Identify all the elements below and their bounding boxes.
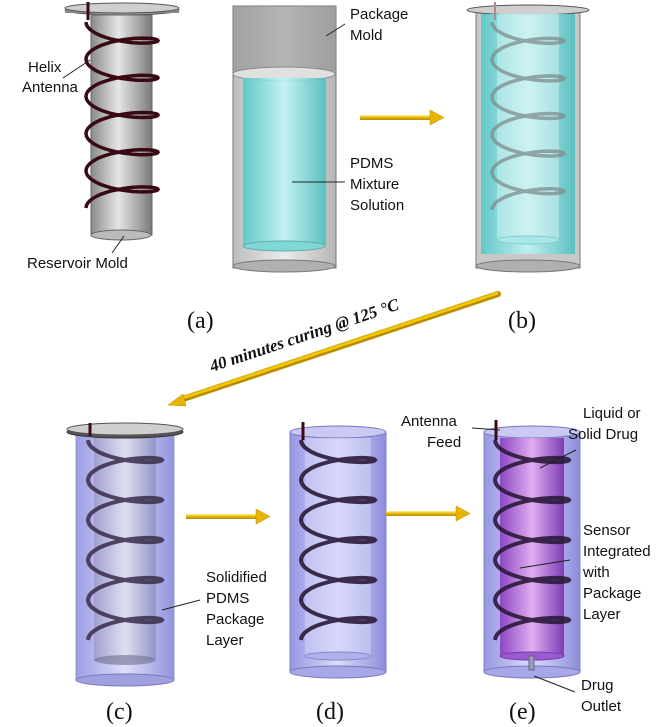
panel-a-mold — [64, 2, 180, 241]
panel-label-a: (a) — [187, 308, 214, 334]
arrow-c-to-d — [186, 508, 271, 525]
helix-antenna-coil-e — [492, 439, 572, 641]
panel-b-package-mold — [232, 5, 337, 273]
panel-c-solidified — [66, 422, 184, 687]
drug-label-2: Solid Drug — [568, 426, 638, 443]
arrow-d-to-e — [386, 505, 471, 522]
panel-b-filled-mold — [466, 2, 590, 273]
reservoir-mold-label: Reservoir Mold — [27, 255, 128, 272]
panel-e-device — [483, 420, 581, 679]
helix-antenna-coil-b — [490, 21, 567, 211]
helix-antenna-coil — [84, 21, 161, 209]
sensor-label-3: with — [582, 564, 610, 581]
helix-label-2: Antenna — [22, 79, 79, 96]
solidified-label-1: Solidified — [206, 569, 267, 586]
drug-label-1: Liquid or — [583, 405, 641, 422]
panel-label-c: (c) — [106, 699, 133, 725]
helix-antenna-coil-c — [85, 439, 165, 641]
pdms-label-3: Solution — [350, 197, 404, 214]
package-mold-label-1: Package — [350, 6, 408, 23]
antenna-feed-label-2: Feed — [427, 434, 461, 451]
panel-d-package — [289, 422, 387, 679]
helix-antenna-coil-d — [298, 439, 378, 641]
sensor-label-2: Integrated — [583, 543, 651, 560]
outlet-label-2: Outlet — [581, 698, 622, 715]
solidified-label-4: Layer — [206, 632, 244, 649]
panel-label-e: (e) — [509, 699, 536, 725]
solidified-label-2: PDMS — [206, 590, 249, 607]
antenna-feed-label-1: Antenna — [401, 413, 458, 430]
package-mold-label-2: Mold — [350, 27, 383, 44]
sensor-label-5: Layer — [583, 606, 621, 623]
panel-label-b: (b) — [508, 308, 536, 334]
panel-label-d: (d) — [316, 699, 344, 725]
arrow-a-to-b — [360, 109, 445, 126]
helix-label-1: Helix — [28, 59, 62, 76]
sensor-label-1: Sensor — [583, 522, 631, 539]
solidified-label-3: Package — [206, 611, 264, 628]
pdms-label-2: Mixture — [350, 176, 399, 193]
outlet-label-1: Drug — [581, 677, 614, 694]
pdms-label-1: PDMS — [350, 155, 393, 172]
curing-arrow — [167, 291, 501, 407]
sensor-label-4: Package — [583, 585, 641, 602]
